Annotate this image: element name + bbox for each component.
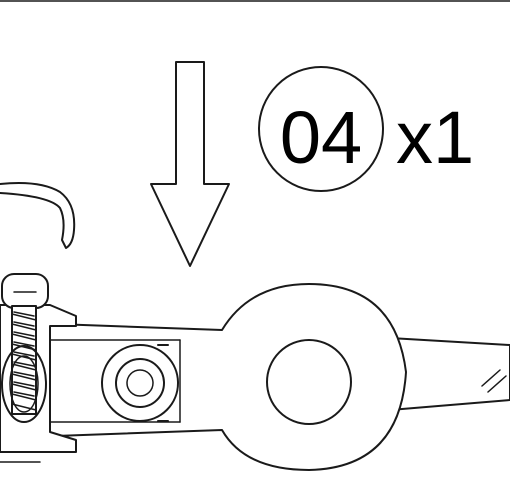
- arm-hole: [266, 339, 352, 425]
- quantity-label: x1: [396, 96, 474, 179]
- screw-head: [1, 273, 49, 309]
- part-number-circle: [258, 66, 384, 192]
- rod: [389, 337, 510, 411]
- rocker-arm: [0, 283, 510, 471]
- spring-clip: [0, 182, 76, 249]
- part-number: 04: [280, 96, 362, 179]
- pivot-bushing: [101, 344, 179, 422]
- part-callout: 04 x1: [258, 66, 474, 192]
- screw: [1, 273, 49, 423]
- down-arrow-icon: [150, 61, 230, 267]
